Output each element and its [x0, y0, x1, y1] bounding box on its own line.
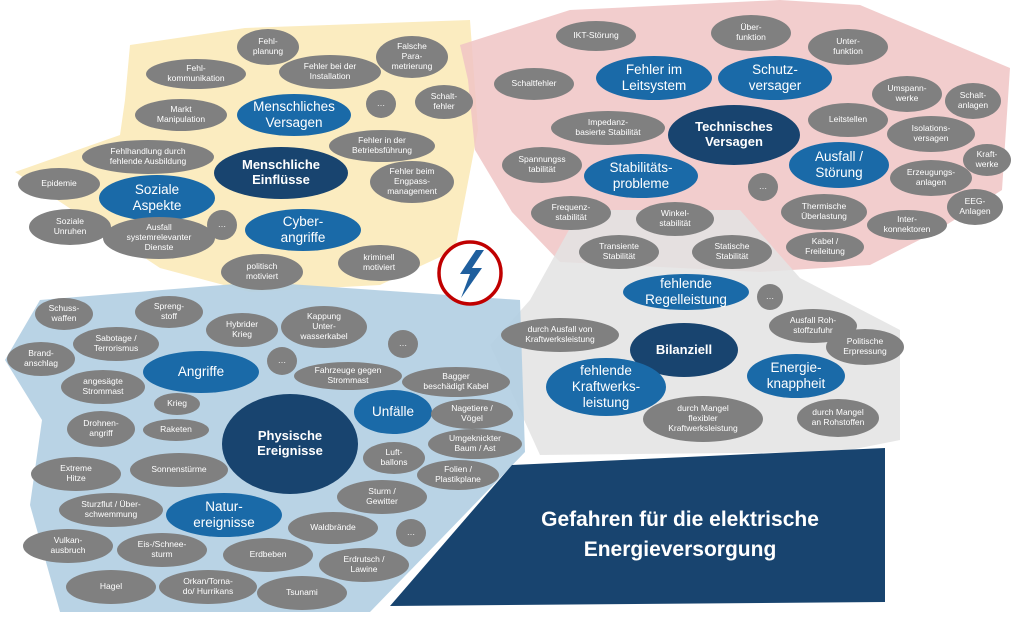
hazard-bubble-human: Markt Manipulation: [135, 99, 227, 131]
core-node-human: Menschliche Einflüsse: [214, 147, 348, 199]
hazard-bubble-technical: …: [748, 173, 778, 201]
hazard-bubble-technical: IKT-Störung: [556, 21, 636, 51]
hazard-bubble-technical: EEG- Anlagen: [947, 189, 1003, 225]
hazard-bubble-human: Fehler bei der Installation: [279, 55, 381, 89]
hazard-bubble-technical: Schalt- anlagen: [945, 83, 1001, 119]
hazard-bubble-physical: angesägte Strommast: [61, 370, 145, 404]
hazard-bubble-balance: durch Mangel flexibler Kraftwerksleistun…: [643, 396, 763, 442]
hazard-bubble-physical: Bagger beschädigt Kabel: [402, 367, 510, 397]
hazard-bubble-physical: Brand- anschlag: [7, 342, 75, 376]
hazard-bubble-balance: durch Mangel an Rohstoffen: [797, 399, 879, 437]
hazard-bubble-human: politisch motiviert: [221, 254, 303, 290]
title-banner: [390, 448, 885, 606]
hazard-bubble-physical: …: [396, 519, 426, 547]
hazard-bubble-human: Schalt- fehler: [415, 85, 473, 119]
hazard-bubble-balance: …: [757, 284, 783, 310]
category-node-physical: Natur- ereignisse: [166, 493, 282, 537]
hazard-bubble-physical: Nagetiere / Vögel: [431, 399, 513, 429]
category-node-physical: Angriffe: [143, 351, 259, 393]
hazard-bubble-physical: …: [388, 330, 418, 358]
hazard-bubble-technical: Impedanz- basierte Stabilität: [551, 111, 665, 145]
hazard-bubble-physical: Erdbeben: [223, 538, 313, 572]
hazard-bubble-physical: Sturm / Gewitter: [337, 480, 427, 514]
hazard-bubble-technical: Leitstellen: [808, 103, 888, 137]
hazard-bubble-technical: Isolations- versagen: [887, 116, 975, 152]
hazard-bubble-technical: Schaltfehler: [494, 68, 574, 100]
hazard-bubble-human: Falsche Para- metrierung: [376, 36, 448, 78]
hazard-bubble-technical: Kraft- werke: [963, 144, 1011, 176]
hazard-bubble-physical: Vulkan- ausbruch: [23, 529, 113, 563]
hazard-bubble-physical: Hagel: [66, 570, 156, 604]
hazard-bubble-technical: Transiente Stabilität: [579, 235, 659, 269]
category-node-human: Soziale Aspekte: [99, 175, 215, 221]
hazard-bubble-technical: Umspann- werke: [872, 76, 942, 112]
category-node-balance: Energie- knappheit: [747, 354, 845, 398]
category-node-physical: Unfälle: [354, 390, 432, 434]
hazard-bubble-technical: Spannungss tabilität: [502, 147, 582, 183]
hazard-bubble-human: kriminell motiviert: [338, 245, 420, 281]
hazard-bubble-physical: Kappung Unter- wasserkabel: [281, 306, 367, 348]
hazard-bubble-human: …: [366, 90, 396, 118]
hazard-bubble-physical: Fahrzeuge gegen Strommast: [294, 362, 402, 390]
hazard-bubble-technical: Inter- konnektoren: [867, 210, 947, 240]
category-node-technical: Ausfall / Störung: [789, 142, 889, 188]
category-node-human: Cyber- angriffe: [245, 209, 361, 251]
hazard-bubble-physical: Spreng- stoff: [135, 296, 203, 328]
hazard-bubble-human: Ausfall systemrelevanter Dienste: [103, 217, 215, 259]
hazard-bubble-physical: Schuss- waffen: [35, 298, 93, 330]
hazard-bubble-human: Fehler in der Betriebsführung: [329, 130, 435, 162]
hazard-bubble-technical: Erzeugungs- anlagen: [890, 160, 972, 196]
hazard-bubble-human: Epidemie: [18, 168, 100, 200]
hazard-bubble-technical: Über- funktion: [711, 15, 791, 51]
hazard-bubble-physical: Krieg: [154, 393, 200, 415]
hazard-bubble-physical: Folien / Plastikplane: [417, 460, 499, 490]
hazard-bubble-physical: Sabotage / Terrorismus: [73, 327, 159, 361]
hazard-bubble-physical: Sturzflut / Über- schwemmung: [59, 493, 163, 527]
hazard-bubble-physical: …: [267, 347, 297, 375]
hazard-bubble-human: Soziale Unruhen: [29, 209, 111, 245]
hazard-bubble-physical: Raketen: [143, 419, 209, 441]
hazard-bubble-physical: Waldbrände: [288, 512, 378, 544]
hazard-bubble-technical: Thermische Überlastung: [781, 194, 867, 230]
hazard-bubble-balance: Politische Erpressung: [826, 329, 904, 365]
core-node-technical: Technisches Versagen: [668, 105, 800, 165]
hazard-bubble-physical: Tsunami: [257, 576, 347, 610]
hazard-bubble-technical: Statische Stabilität: [692, 235, 772, 269]
category-node-human: Menschliches Versagen: [237, 94, 351, 136]
hazard-bubble-physical: Drohnen- angriff: [67, 411, 135, 447]
core-node-physical: Physische Ereignisse: [222, 394, 358, 494]
hazard-bubble-physical: Extreme Hitze: [31, 457, 121, 491]
hazard-bubble-balance: durch Ausfall von Kraftwerksleistung: [501, 318, 619, 352]
hazard-bubble-human: Fehl- planung: [237, 29, 299, 65]
hazard-bubble-technical: Kabel / Freileitung: [786, 232, 864, 262]
hazard-bubble-physical: Erdrutsch / Lawine: [319, 548, 409, 582]
hazard-bubble-physical: Eis-/Schnee- sturm: [117, 533, 207, 567]
lightning-icon: [437, 240, 503, 306]
hazard-bubble-human: Fehlhandlung durch fehlende Ausbildung: [82, 140, 214, 174]
hazard-bubble-technical: Unter- funktion: [808, 29, 888, 65]
hazard-bubble-human: Fehler beim Engpass- management: [370, 161, 454, 203]
hazard-bubble-physical: Orkan/Torna- do/ Hurrikans: [159, 570, 257, 604]
diagram-title: Gefahren für die elektrische Energievers…: [541, 508, 819, 562]
category-node-technical: Stabilitäts- probleme: [584, 154, 698, 198]
category-node-technical: Fehler im Leitsystem: [596, 56, 712, 100]
category-node-technical: Schutz- versager: [718, 56, 832, 100]
hazard-bubble-physical: Umgeknickter Baum / Ast: [428, 429, 522, 459]
hazard-bubble-physical: Hybrider Krieg: [206, 313, 278, 347]
hazard-bubble-physical: Luft- ballons: [363, 442, 425, 474]
category-node-balance: fehlende Regelleistung: [623, 274, 749, 310]
hazard-bubble-technical: Winkel- stabilität: [636, 202, 714, 236]
hazard-bubble-human: Fehl- kommunikation: [146, 59, 246, 89]
hazard-bubble-physical: Sonnenstürme: [130, 453, 228, 487]
category-node-balance: fehlende Kraftwerks- leistung: [546, 358, 666, 416]
hazard-bubble-technical: Frequenz- stabilität: [531, 196, 611, 230]
